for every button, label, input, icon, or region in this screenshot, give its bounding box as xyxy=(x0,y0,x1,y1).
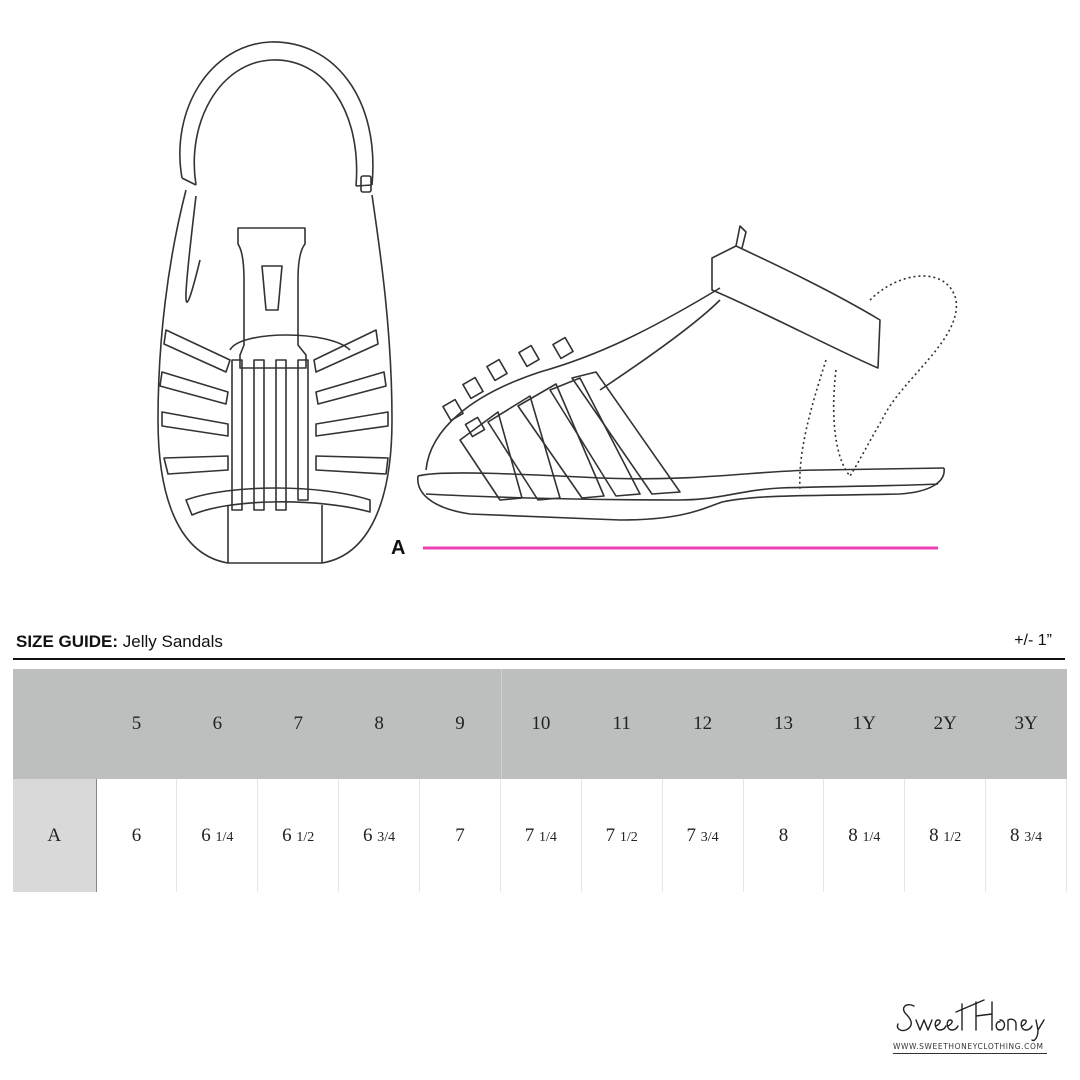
measurement-cell: 6 1/2 xyxy=(257,779,340,892)
measurement-cell: 6 1/4 xyxy=(176,779,259,892)
size-header-row: 5 6 7 8 9 10 11 12 13 1Y 2Y 3Y xyxy=(13,669,1067,779)
size-header-cell: 8 xyxy=(374,713,384,734)
value-fraction: 1/2 xyxy=(296,829,315,845)
measurement-label: A xyxy=(391,537,406,559)
measurement-cell: 8 1/2 xyxy=(904,779,987,892)
size-header-cell: 13 xyxy=(773,713,793,734)
value-whole: 6 xyxy=(131,824,142,846)
measurement-cell: 7 1/4 xyxy=(500,779,582,892)
measurement-cell: 6 xyxy=(96,779,178,892)
value-whole: 6 xyxy=(362,824,373,846)
size-header-cell: 9 xyxy=(455,713,465,734)
header-column-divider xyxy=(501,669,502,779)
value-whole: 6 xyxy=(201,824,211,846)
value-whole: 6 xyxy=(282,824,292,846)
size-header-cell: 7 xyxy=(293,713,303,734)
measurement-cell: 8 3/4 xyxy=(985,779,1067,892)
sandal-illustration xyxy=(157,41,958,564)
value-whole: 8 xyxy=(778,824,789,846)
size-guide-title: SIZE GUIDE: Jelly Sandals xyxy=(16,632,223,652)
value-whole: 7 xyxy=(455,824,465,846)
size-header-cell: 11 xyxy=(612,713,631,734)
size-table: 5 6 7 8 9 10 11 12 13 1Y 2Y 3Y A 6 6 1/4… xyxy=(13,669,1067,892)
value-whole: 8 xyxy=(848,824,858,846)
value-fraction: 1/2 xyxy=(943,829,962,845)
value-fraction: 3/4 xyxy=(1024,829,1043,845)
value-fraction: 1/4 xyxy=(862,829,881,845)
corner-cell xyxy=(13,669,96,779)
table-row: A 6 6 1/4 6 1/2 6 3/4 7 7 1/4 7 1/2 7 3/… xyxy=(13,779,1067,892)
brand-url: WWW.SWEETHONEYCLOTHING.COM xyxy=(893,1042,1044,1051)
measurement-cell: 8 1/4 xyxy=(823,779,906,892)
measurement-cell: 7 3/4 xyxy=(662,779,744,892)
measurement-cell: 6 3/4 xyxy=(338,779,420,892)
size-guide-label: SIZE GUIDE: xyxy=(16,632,119,651)
value-whole: 7 xyxy=(686,824,696,846)
sweet-honey-logo xyxy=(896,999,1045,1042)
size-header-cell: 3Y xyxy=(1014,713,1038,734)
tolerance-note: +/- 1” xyxy=(1014,632,1052,649)
measurement-cell: 7 1/2 xyxy=(581,779,663,892)
sandal-top-view xyxy=(157,41,393,564)
product-name: Jelly Sandals xyxy=(122,632,223,651)
size-header-cell: 1Y xyxy=(852,713,876,734)
row-label: A xyxy=(13,779,97,892)
measurement-cell: 8 xyxy=(743,779,825,892)
value-whole: 8 xyxy=(929,824,939,846)
size-header-cell: 10 xyxy=(531,713,551,734)
value-fraction: 3/4 xyxy=(700,829,719,845)
value-fraction: 1/2 xyxy=(619,829,638,845)
header-divider xyxy=(13,658,1065,660)
size-header-cell: 2Y xyxy=(933,713,957,734)
value-whole: 7 xyxy=(605,824,616,846)
measurement-cell: 7 xyxy=(419,779,501,892)
value-fraction: 3/4 xyxy=(377,829,396,845)
sandal-side-view xyxy=(417,225,958,521)
value-whole: 8 xyxy=(1009,824,1020,846)
value-fraction: 1/4 xyxy=(538,829,557,845)
size-header-cell: 5 xyxy=(131,713,142,734)
size-header-cell: 12 xyxy=(693,713,713,734)
size-header-cell: 6 xyxy=(212,713,223,734)
brand-url-underline xyxy=(893,1053,1047,1054)
value-whole: 7 xyxy=(524,824,535,846)
value-fraction: 1/4 xyxy=(215,829,234,845)
